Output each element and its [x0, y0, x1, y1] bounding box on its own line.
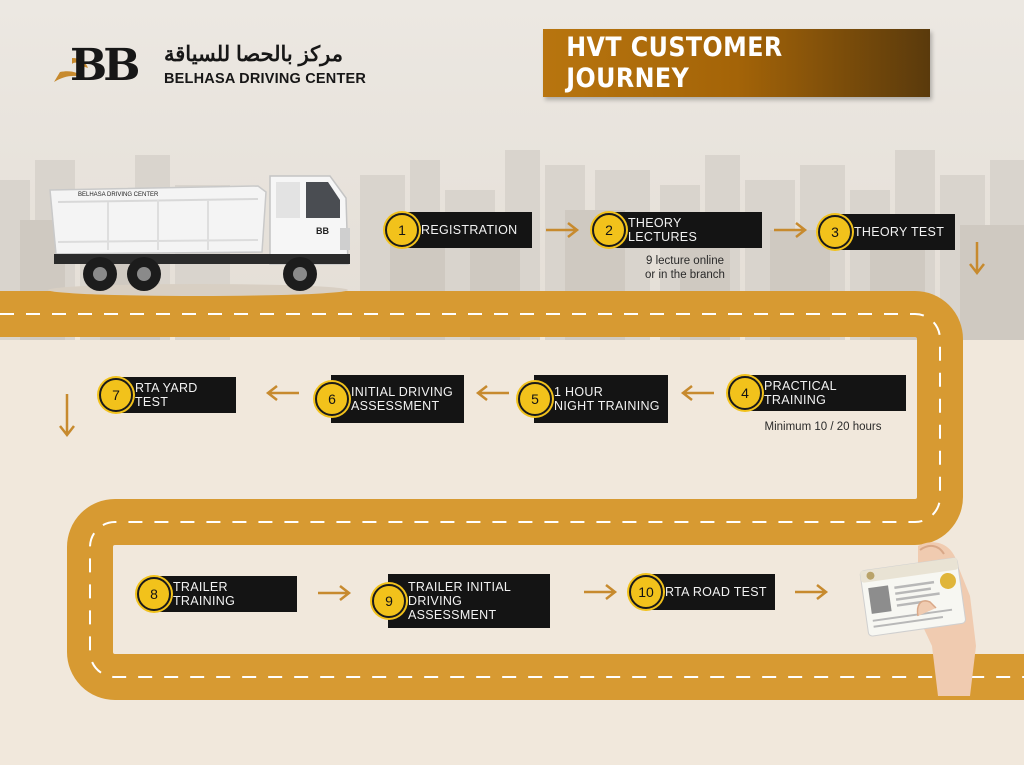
right-arrow-icon [546, 222, 580, 238]
step-10-rta-road-test: 10 RTA ROAD TEST [629, 574, 775, 610]
step-8-trailer-training: 8 TRAILER TRAINING [137, 576, 297, 612]
step-number-badge: 5 [518, 382, 552, 416]
step-number-badge: 2 [592, 213, 626, 247]
step-number-badge: 8 [137, 577, 171, 611]
step-number-badge: 9 [372, 584, 406, 618]
down-arrow-icon [59, 394, 75, 438]
step-7-rta-yard-test: 7 RTA YARD TEST [99, 377, 236, 413]
left-arrow-icon [265, 385, 299, 401]
step-label: RTA ROAD TEST [665, 585, 767, 599]
belhasa-logo: BB مركز بالحصا للسياقة BELHASA DRIVING C… [52, 38, 372, 98]
step-number-badge: 1 [385, 213, 419, 247]
step-label: THEORY TEST [854, 225, 945, 239]
step-label: 1 HOUR NIGHT TRAINING [554, 385, 660, 413]
practical-note: Minimum 10 / 20 hours [764, 421, 882, 433]
step-6-initial-driving-assessment: 6 INITIAL DRIVING ASSESSMENT [315, 375, 464, 423]
step-3-theory-test: 3 THEORY TEST [818, 214, 955, 250]
horse-emblem-icon [54, 58, 88, 82]
step-2-theory-lectures: 2 THEORY LECTURES [592, 212, 762, 248]
step-9-trailer-initial-assessment: 9 TRAILER INITIAL DRIVING ASSESSMENT [372, 574, 550, 628]
step-label: TRAILER INITIAL DRIVING ASSESSMENT [408, 580, 512, 622]
left-arrow-icon [680, 385, 714, 401]
step-number-badge: 6 [315, 382, 349, 416]
logo-english-text: BELHASA DRIVING CENTER [164, 71, 367, 87]
right-arrow-icon [584, 584, 618, 600]
step-5-night-training: 5 1 HOUR NIGHT TRAINING [518, 375, 668, 423]
right-arrow-icon [795, 584, 829, 600]
step-label: RTA YARD TEST [135, 381, 198, 409]
step-1-registration: 1 REGISTRATION [385, 212, 532, 248]
step-4-practical-training: 4 PRACTICAL TRAINING [728, 375, 906, 411]
title-banner: HVT CUSTOMER JOURNEY [543, 29, 930, 97]
step-number-badge: 4 [728, 376, 762, 410]
logo-mark: BB [70, 40, 140, 91]
step-label: INITIAL DRIVING ASSESSMENT [351, 385, 453, 413]
step-label: THEORY LECTURES [628, 216, 698, 244]
theory-note: 9 lecture online or in the branch [645, 255, 725, 281]
step-label: REGISTRATION [421, 223, 518, 237]
truck-side-text: BELHASA DRIVING CENTER [78, 192, 159, 198]
truck-door-text: BB [316, 226, 329, 236]
down-arrow-icon [969, 242, 985, 276]
step-number-badge: 3 [818, 215, 852, 249]
right-arrow-icon [774, 222, 808, 238]
step-label: TRAILER TRAINING [173, 580, 236, 608]
step-label: PRACTICAL TRAINING [764, 379, 837, 407]
step-number-badge: 7 [99, 378, 133, 412]
right-arrow-icon [318, 585, 352, 601]
driving-license-card-icon [859, 542, 976, 696]
dump-truck-illustration: BELHASA DRIVING CENTER BB [48, 175, 350, 296]
step-number-badge: 10 [629, 575, 663, 609]
left-arrow-icon [475, 385, 509, 401]
logo-arabic-text: مركز بالحصا للسياقة [164, 43, 344, 66]
page-title: HVT CUSTOMER JOURNEY [566, 32, 783, 94]
